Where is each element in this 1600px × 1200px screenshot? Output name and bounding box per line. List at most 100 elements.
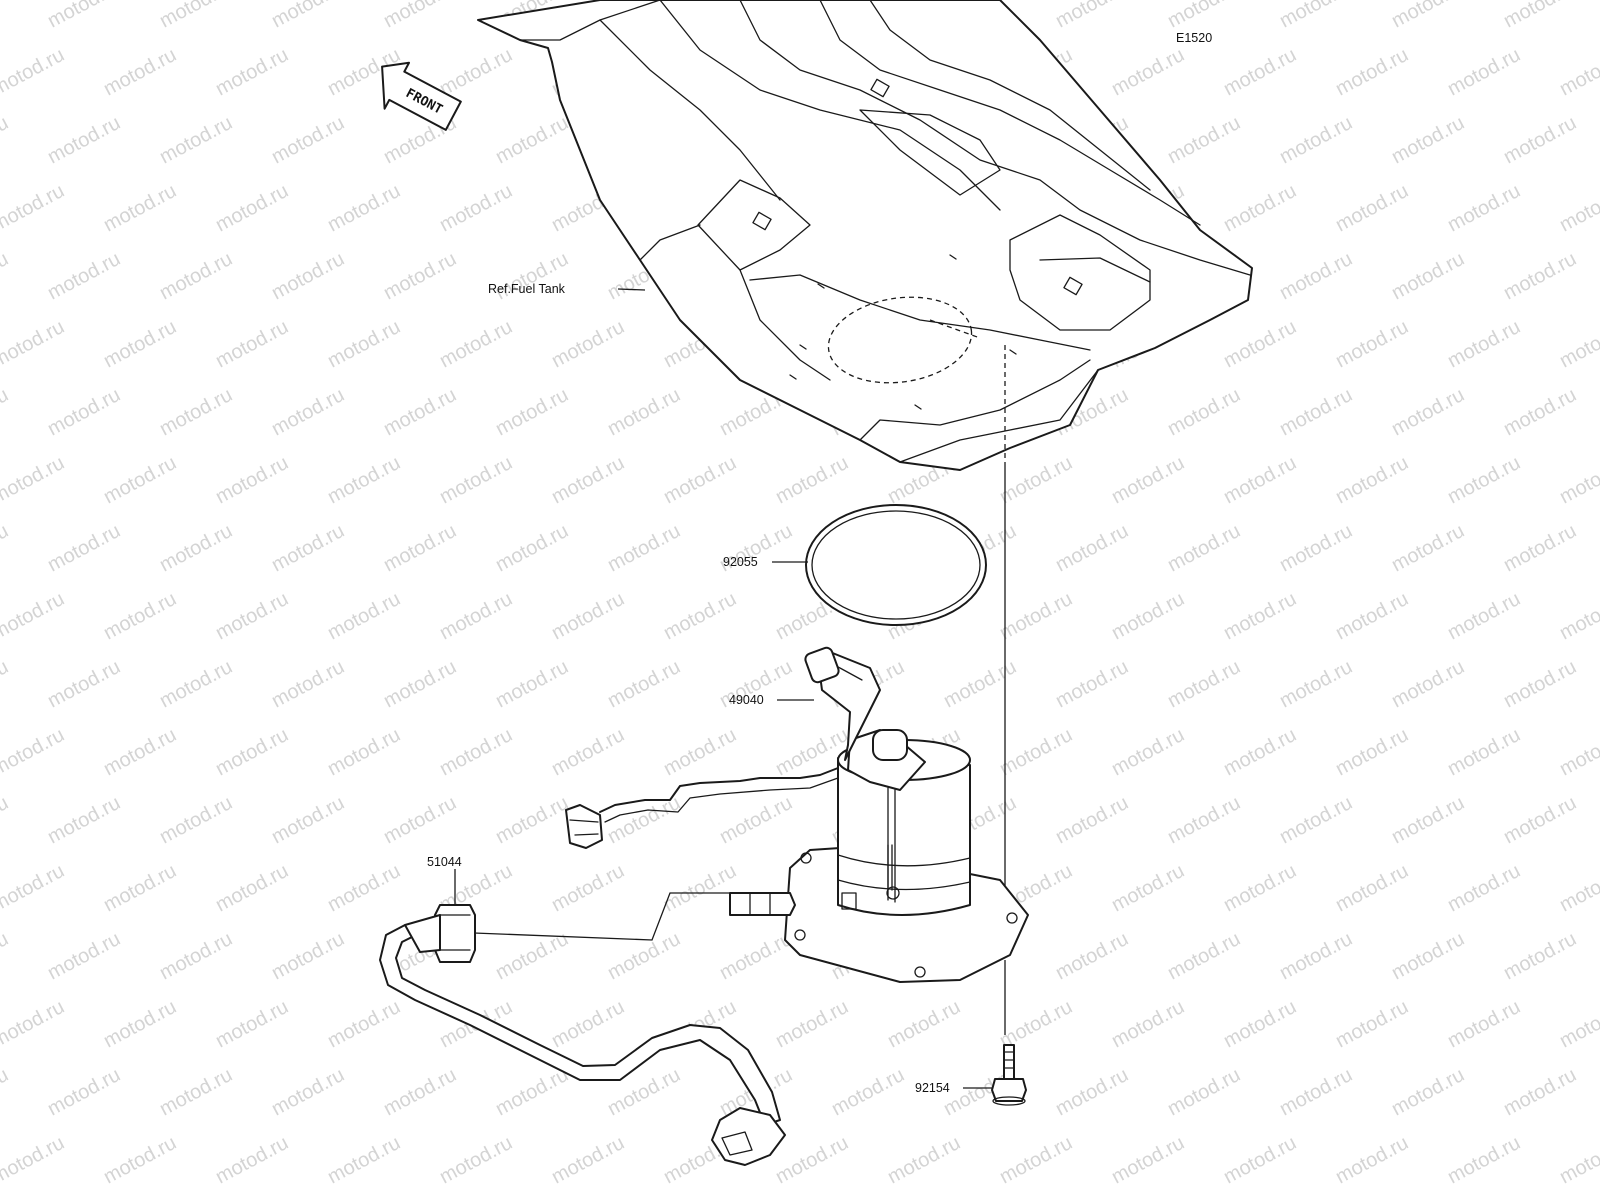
watermark-text: motod.ru [0,0,12,32]
watermark-text: motod.ru [44,928,124,984]
watermark-text: motod.ru [660,452,740,508]
bolt [991,1044,1027,1106]
watermark-text: motod.ru [996,588,1076,644]
part-label-bolt: 92154 [915,1081,950,1095]
watermark-text: motod.ru [156,656,236,712]
watermark-text: motod.ru [436,44,516,100]
watermark-text: motod.ru [1220,724,1300,780]
watermark-text: motod.ru [44,520,124,576]
watermark-text: motod.ru [548,724,628,780]
watermark-text: motod.ru [0,384,12,440]
watermark-text: motod.ru [1052,1064,1132,1120]
watermark-text: motod.ru [1220,316,1300,372]
part-label-pump: 49040 [729,693,764,707]
watermark-text: motod.ru [1332,860,1412,916]
watermark-text: motod.ru [212,1132,292,1188]
watermark-text: motod.ru [1556,44,1600,100]
watermark-text: motod.ru [100,724,180,780]
watermark-text: motod.ru [1108,996,1188,1052]
watermark-text: motod.ru [1500,384,1580,440]
watermark-text: motod.ru [1388,928,1468,984]
watermark-text: motod.ru [1164,656,1244,712]
watermark-text: motod.ru [1444,996,1524,1052]
watermark-text: motod.ru [1164,112,1244,168]
watermark-text: motod.ru [1388,0,1468,32]
watermark-text: motod.ru [1444,452,1524,508]
watermark-text: motod.ru [436,588,516,644]
watermark-text: motod.ru [1052,0,1132,32]
watermark-text: motod.ru [1500,248,1580,304]
watermark-text: motod.ru [1164,384,1244,440]
watermark-text: motod.ru [44,248,124,304]
watermark-text: motod.ru [0,1064,12,1120]
hose-connection-line [473,892,732,941]
watermark-text: motod.ru [1108,1132,1188,1188]
watermark-text: motod.ru [548,452,628,508]
watermark-text: motod.ru [212,724,292,780]
watermark-text: motod.ru [604,656,684,712]
watermark-text: motod.ru [380,0,460,32]
fuel-hose [379,904,786,1166]
watermark-text: motod.ru [1276,384,1356,440]
watermark-text: motod.ru [1500,520,1580,576]
watermark-text: motod.ru [1220,1132,1300,1188]
watermark-text: motod.ru [1220,44,1300,100]
watermark-text: motod.ru [1444,44,1524,100]
watermark-text: motod.ru [212,452,292,508]
watermark-text: motod.ru [1164,0,1244,32]
watermark-text: motod.ru [1500,1064,1580,1120]
watermark-text: motod.ru [0,928,12,984]
watermark-text: motod.ru [1500,792,1580,848]
watermark-text: motod.ru [268,0,348,32]
watermark-text: motod.ru [772,1132,852,1188]
watermark-text: motod.ru [716,928,796,984]
watermark-text: motod.ru [100,180,180,236]
watermark-text: motod.ru [1164,928,1244,984]
watermark-text: motod.ru [1052,928,1132,984]
watermark-text: motod.ru [1276,928,1356,984]
watermark-text: motod.ru [1556,724,1600,780]
watermark-text: motod.ru [660,724,740,780]
watermark-text: motod.ru [380,1064,460,1120]
watermark-text: motod.ru [492,520,572,576]
watermark-text: motod.ru [156,928,236,984]
watermark-text: motod.ru [772,452,852,508]
watermark-text: motod.ru [1500,928,1580,984]
watermark-text: motod.ru [1276,792,1356,848]
watermark-text: motod.ru [1388,248,1468,304]
watermark-text: motod.ru [268,384,348,440]
watermark-text: motod.ru [548,316,628,372]
watermark-text: motod.ru [100,996,180,1052]
watermark-text: motod.ru [380,520,460,576]
watermark-text: motod.ru [380,656,460,712]
watermark-text: motod.ru [604,928,684,984]
watermark-text: motod.ru [1164,792,1244,848]
watermark-text: motod.ru [548,588,628,644]
watermark-text: motod.ru [1444,724,1524,780]
watermark-text: motod.ru [1388,520,1468,576]
watermark-text: motod.ru [1164,520,1244,576]
watermark-text: motod.ru [1556,452,1600,508]
watermark-text: motod.ru [1108,44,1188,100]
watermark-text: motod.ru [1108,452,1188,508]
watermark-text: motod.ru [492,1064,572,1120]
watermark-text: motod.ru [380,792,460,848]
watermark-text: motod.ru [1332,996,1412,1052]
watermark-text: motod.ru [324,316,404,372]
watermark-text: motod.ru [212,44,292,100]
watermark-text: motod.ru [156,792,236,848]
watermark-text: motod.ru [1052,520,1132,576]
watermark-text: motod.ru [604,520,684,576]
watermark-text: motod.ru [996,1132,1076,1188]
watermark-text: motod.ru [1556,588,1600,644]
gasket-ring [805,504,987,626]
watermark-text: motod.ru [324,588,404,644]
watermark-text: motod.ru [324,996,404,1052]
watermark-text: motod.ru [492,112,572,168]
watermark-text: motod.ru [100,316,180,372]
watermark-text: motod.ru [1444,316,1524,372]
watermark-text: motod.ru [44,792,124,848]
watermark-text: motod.ru [604,384,684,440]
watermark-text: motod.ru [268,520,348,576]
